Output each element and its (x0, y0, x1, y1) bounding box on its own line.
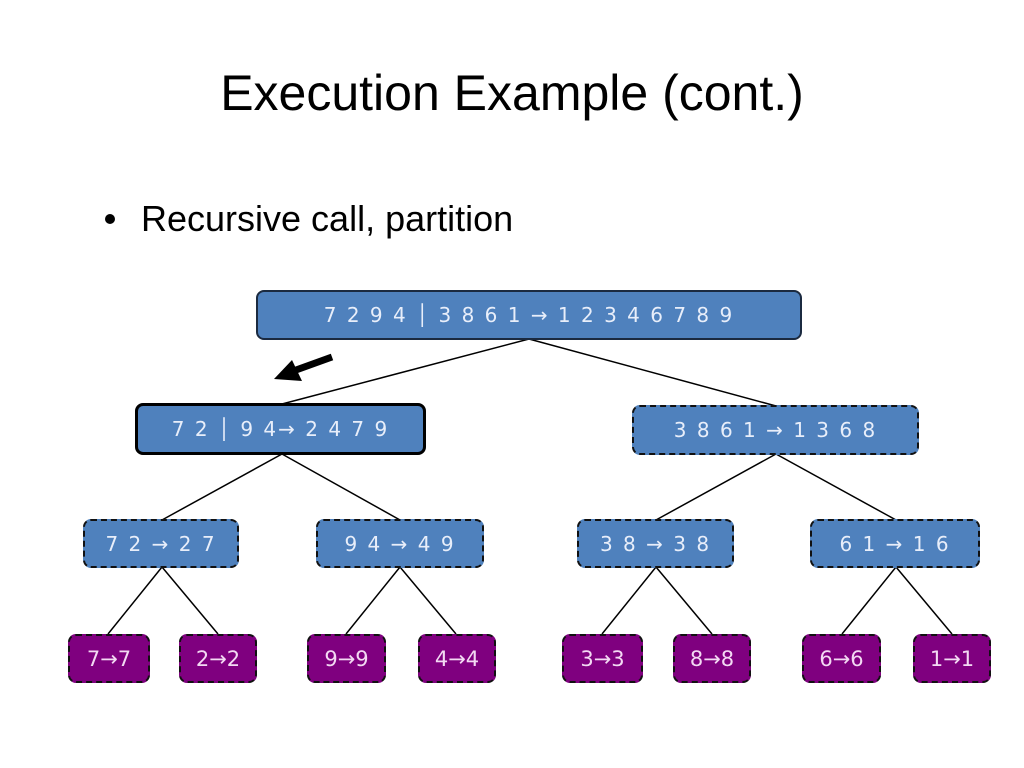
edge-l2c-leaf6 (655, 566, 713, 635)
bullet-text: Recursive call, partition (141, 198, 514, 239)
node-label: 2→2 (195, 646, 241, 671)
leaf-node-1: 7→7 (68, 634, 150, 683)
leaf-node-5: 3→3 (562, 634, 643, 683)
node-label: 6→6 (819, 646, 864, 671)
node-label: 7 2 9 4 │ 3 8 6 1 → 1 2 3 4 6 7 8 9 (323, 303, 735, 327)
edge-l2d-leaf8 (895, 566, 953, 635)
node-label: 6 1 → 1 6 (839, 531, 951, 556)
leaf-node-6: 8→8 (673, 634, 751, 683)
edge-root-right (528, 338, 777, 407)
tree-node-l2-2: 9 4 → 4 9 (316, 519, 484, 568)
tree-node-root: 7 2 9 4 │ 3 8 6 1 → 1 2 3 4 6 7 8 9 (256, 290, 802, 340)
node-label: 3 8 → 3 8 (599, 531, 712, 556)
node-label: 7 2 │ 9 4→ 2 4 7 9 (171, 417, 390, 441)
edge-l1a-l2b (281, 453, 401, 521)
node-label: 7 2 → 2 7 (105, 531, 217, 556)
leaf-node-7: 6→6 (802, 634, 881, 683)
edge-l2b-leaf4 (399, 566, 457, 635)
tree-node-l2-1: 7 2 → 2 7 (83, 519, 239, 568)
bullet-item: Recursive call, partition (105, 198, 513, 240)
arrow-left-icon (274, 353, 334, 381)
edge-l2b-leaf3 (345, 566, 401, 635)
tree-node-l2-4: 6 1 → 1 6 (810, 519, 980, 568)
tree-node-l2-3: 3 8 → 3 8 (577, 519, 734, 568)
node-label: 3→3 (580, 646, 625, 671)
slide-title: Execution Example (cont.) (220, 65, 804, 121)
edge-l2c-leaf5 (601, 566, 657, 635)
edge-l2d-leaf7 (841, 566, 897, 635)
node-label: 1→1 (929, 646, 975, 671)
edge-l1b-l2d (775, 453, 897, 521)
node-label: 7→7 (86, 646, 132, 671)
tree-node-left-active: 7 2 │ 9 4→ 2 4 7 9 (135, 403, 426, 455)
node-label: 4→4 (434, 646, 480, 671)
edge-l1a-l2a (161, 453, 283, 521)
edge-l1b-l2c (655, 453, 777, 521)
node-label: 9→9 (324, 646, 369, 671)
leaf-node-4: 4→4 (418, 634, 496, 683)
node-label: 3 8 6 1 → 1 3 6 8 (673, 418, 878, 442)
edge-l2a-leaf1 (107, 566, 163, 635)
edge-root-left (281, 338, 530, 405)
leaf-node-2: 2→2 (179, 634, 257, 683)
bullet-icon (105, 214, 115, 224)
edge-l2a-leaf2 (161, 566, 219, 635)
node-label: 9 4 → 4 9 (344, 531, 456, 556)
tree-node-right: 3 8 6 1 → 1 3 6 8 (632, 405, 919, 455)
node-label: 8→8 (689, 646, 735, 671)
leaf-node-3: 9→9 (307, 634, 386, 683)
leaf-node-8: 1→1 (913, 634, 991, 683)
